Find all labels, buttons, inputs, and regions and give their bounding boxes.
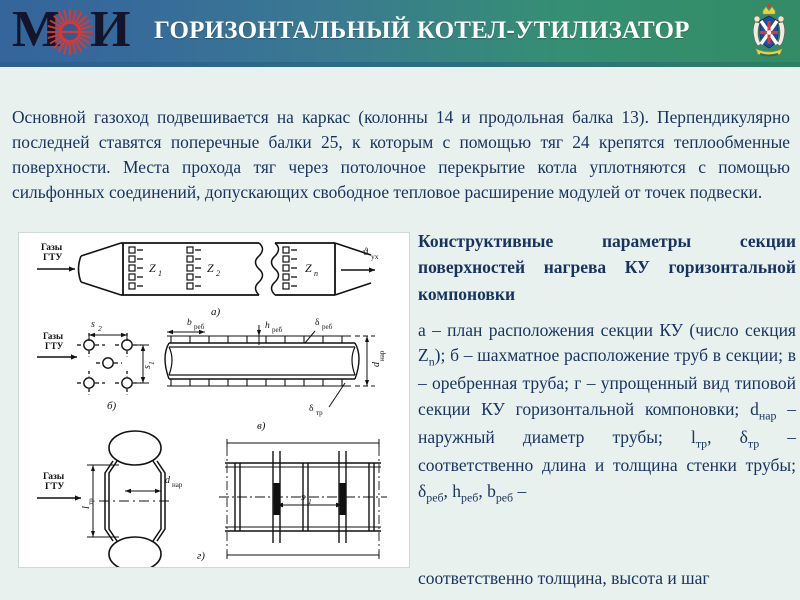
caption-seg-6: , h [443,480,462,501]
svg-text:h: h [265,321,270,331]
ku-section-figure: Газы ГТУ [18,232,410,568]
caption-title: Конструктивные параметры секции поверхно… [418,231,796,304]
caption-seg-2: ); б – шахматное расположение труб в сек… [418,345,796,420]
caption-body: а – план расположения секции КУ (число с… [418,318,796,507]
svg-text:а): а) [211,306,221,318]
caption-seg-3: – наружный диаметр трубы; l [418,399,797,448]
caption-seg-4: , δ [707,427,748,448]
panel-g-plan: s 1 [219,439,387,559]
caption-overflow-line: соответственно толщина, высота и шаг [418,568,710,588]
slide-header: М И [0,0,800,62]
svg-text:n: n [314,269,318,278]
caption-seg-7: , b [478,480,496,501]
caption-seg-5: – соответственно длина и толщина стенки … [418,427,797,501]
caption-seg-1: а – план расположения секции КУ (число с… [418,319,796,366]
svg-text:Z: Z [149,261,156,275]
svg-text:2: 2 [216,269,220,278]
panel-b: Газы ГТУ s 2 [37,319,156,412]
svg-text:ГТУ: ГТУ [45,482,64,492]
svg-text:г): г) [197,550,205,562]
mpei-logo: М И [12,2,140,60]
logo-sunburst-icon [47,9,93,55]
svg-text:Газы: Газы [43,472,65,482]
caption-sub-reb1: реб [426,490,444,505]
svg-text:Z: Z [305,261,312,275]
svg-text:s: s [91,319,95,330]
svg-text:δ: δ [309,404,314,414]
intro-paragraph: Основной газоход подвешивается на каркас… [12,107,790,203]
caption-sub-reb3: реб [495,490,514,505]
panel-v: b реб h реб δ реб [164,318,386,432]
svg-text:l: l [81,506,92,509]
caption-sub-nar: нар [758,408,777,423]
svg-text:δ: δ [315,318,320,328]
caption-sub-tr2: тр [747,436,760,451]
svg-text:2: 2 [98,324,102,333]
logo-letter-m: М [12,1,61,58]
svg-text:нар: нар [378,350,386,361]
svg-text:1: 1 [147,361,156,365]
svg-text:реб: реб [194,323,205,331]
figure-caption-column: Конструктивные параметры секции поверхно… [418,228,796,507]
svg-text:d: d [165,475,171,486]
svg-text:ГТУ: ГТУ [43,253,62,263]
page-title: ГОРИЗОНТАЛЬНЫЙ КОТЕЛ-УТИЛИЗАТОР [154,17,690,44]
svg-text:s: s [301,492,305,503]
panel-a: Газы ГТУ [37,242,379,318]
coat-of-arms-icon [752,4,786,57]
svg-text:реб: реб [272,326,283,334]
svg-text:ϑ: ϑ [363,247,368,258]
figure-svg: Газы ГТУ [37,242,387,567]
svg-text:1: 1 [158,269,162,278]
svg-text:b: b [187,318,192,328]
svg-text:тр: тр [316,409,323,417]
svg-text:Газы: Газы [41,243,63,253]
svg-text:тр: тр [87,498,95,505]
caption-sub-reb2: реб [461,490,479,505]
svg-text:Газы: Газы [43,331,63,341]
panel-g: Газы ГТУ [37,430,205,567]
svg-text:d: d [371,361,382,367]
caption-sub-tr1: тр [695,436,708,451]
svg-text:1: 1 [308,497,312,506]
header-underline [0,62,800,67]
svg-text:s: s [142,365,153,369]
svg-text:ух: ух [371,252,379,261]
caption-seg-8: – [513,480,527,501]
svg-text:реб: реб [322,323,333,331]
svg-text:нар: нар [172,481,183,489]
svg-text:ГТУ: ГТУ [45,341,64,351]
logo-letter-i: И [90,1,130,58]
caption-sub-n: n [428,354,435,369]
svg-text:в): в) [257,420,266,432]
svg-text:б): б) [107,400,117,412]
svg-text:Z: Z [207,261,214,275]
